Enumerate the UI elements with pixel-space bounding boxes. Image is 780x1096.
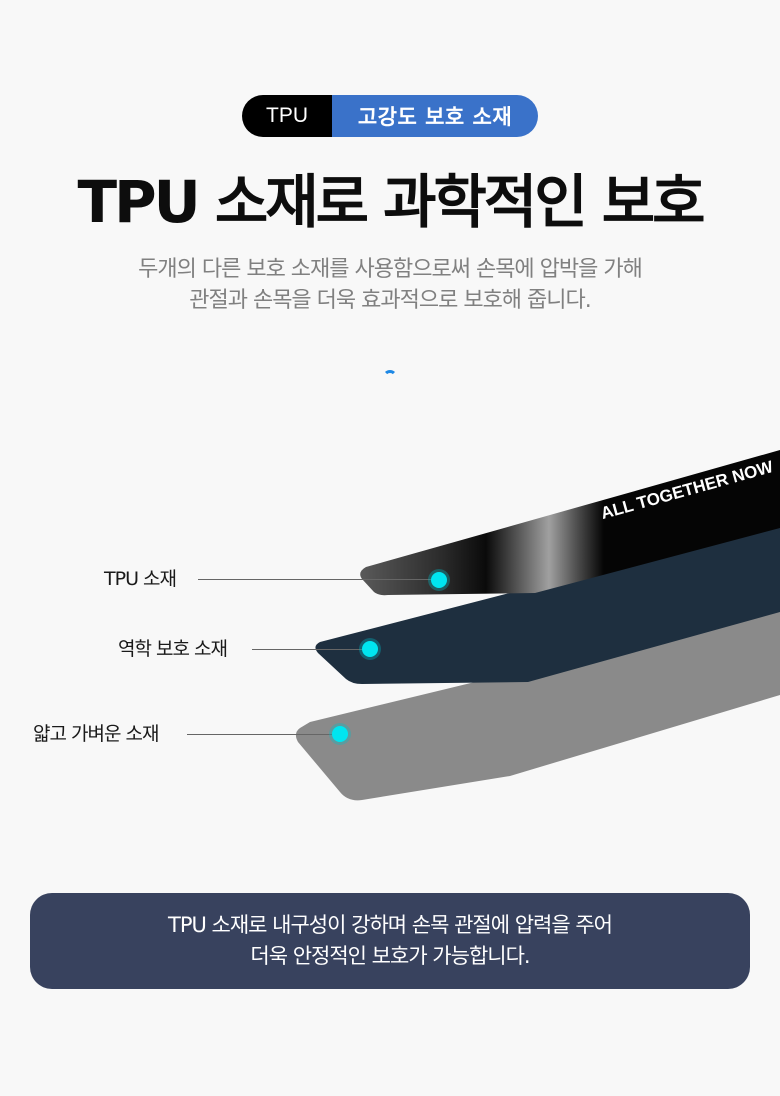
badge-high-strength: 고강도 보호 소재 [332, 95, 538, 137]
subtitle-line-1: 두개의 다른 보호 소재를 사용함으로써 손목에 압박을 가해 [138, 257, 643, 282]
marker-dot-icon [362, 641, 378, 657]
info-line-1: TPU 소재로 내구성이 강하며 손목 관절에 압력을 주어 [168, 913, 613, 937]
label-tpu: TPU 소재 [104, 568, 177, 590]
layer-protective [315, 523, 780, 684]
leader-line-protective [252, 649, 364, 650]
material-badge: TPU 고강도 보호 소재 [242, 95, 538, 137]
badge-tpu: TPU [242, 95, 332, 137]
layer-lightweight [295, 608, 780, 801]
leader-line-tpu [198, 579, 433, 580]
spinner-icon [383, 370, 397, 384]
marker-dot-icon [332, 726, 348, 742]
marker-dot-icon [431, 572, 447, 588]
layer-tpu [360, 450, 780, 596]
subtitle: 두개의 다른 보호 소재를 사용함으로써 손목에 압박을 가해 관절과 손목을 … [0, 254, 780, 316]
info-line-2: 더욱 안정적인 보호가 가능합니다. [250, 944, 530, 968]
leader-line-lightweight [187, 734, 335, 735]
label-protective: 역학 보호 소재 [118, 638, 228, 660]
subtitle-line-2: 관절과 손목을 더욱 효과적으로 보호해 줍니다. [189, 288, 592, 313]
label-lightweight: 얇고 가벼운 소재 [33, 723, 159, 745]
page-title: TPU 소재로 과학적인 보호 [77, 168, 706, 236]
info-box: TPU 소재로 내구성이 강하며 손목 관절에 압력을 주어 더욱 안정적인 보… [30, 893, 750, 989]
